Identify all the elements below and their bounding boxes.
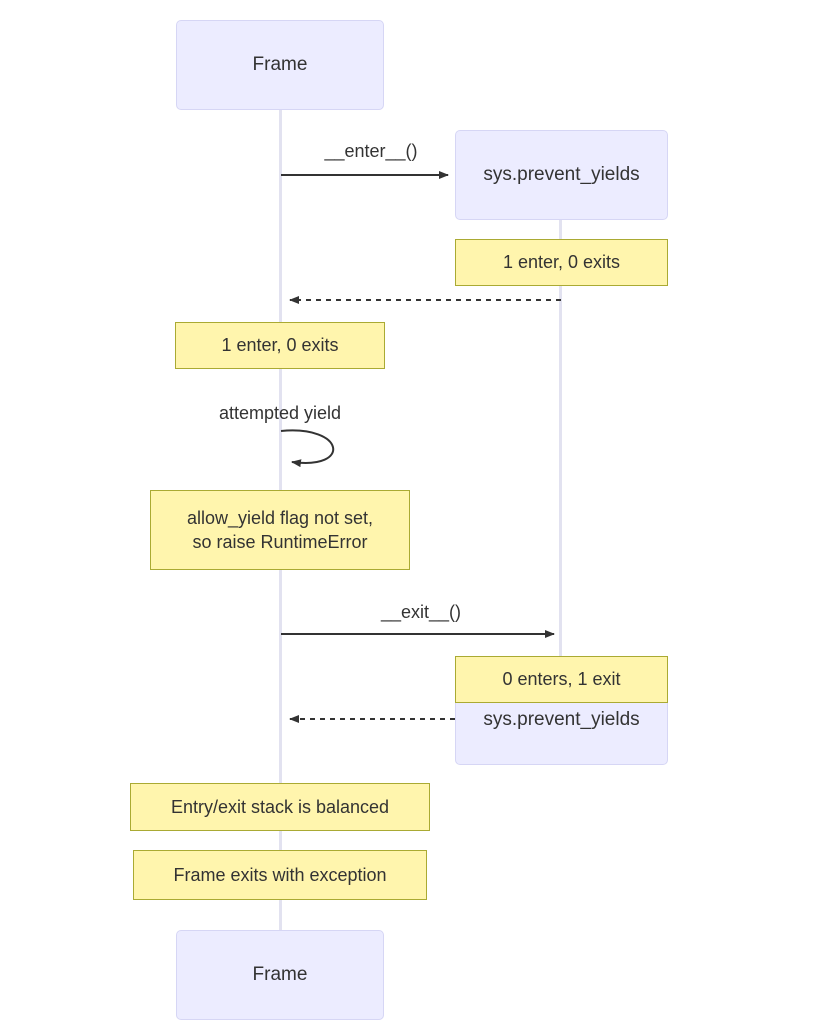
participant-prevent-yields-top[interactable]: sys.prevent_yields bbox=[455, 130, 668, 220]
note-text: Frame exits with exception bbox=[173, 864, 387, 885]
message-label-attempted-yield: attempted yield bbox=[218, 403, 342, 423]
participant-frame-top[interactable]: Frame bbox=[176, 20, 384, 110]
participant-label: Frame bbox=[252, 54, 308, 76]
message-label-enter: __enter__() bbox=[324, 141, 418, 161]
lifeline-prevent-yields bbox=[559, 220, 562, 656]
note-enter-count-left: 1 enter, 0 exits bbox=[175, 322, 385, 369]
participant-label: Frame bbox=[252, 964, 308, 986]
note-frame-exits: Frame exits with exception bbox=[133, 850, 427, 900]
note-enter-count-right: 1 enter, 0 exits bbox=[455, 239, 668, 286]
participant-frame-bottom[interactable]: Frame bbox=[176, 930, 384, 1020]
note-runtime-error: allow_yield flag not set, so raise Runti… bbox=[150, 490, 410, 570]
note-stack-balanced: Entry/exit stack is balanced bbox=[130, 783, 430, 831]
participant-label: sys.prevent_yields bbox=[483, 164, 640, 186]
message-arrow-self-loop bbox=[280, 429, 335, 468]
note-text: 1 enter, 0 exits bbox=[502, 252, 621, 273]
note-text: allow_yield flag not set, so raise Runti… bbox=[186, 507, 374, 552]
participant-label: sys.prevent_yields bbox=[483, 709, 640, 731]
note-exit-count-right: 0 enters, 1 exit bbox=[455, 656, 668, 703]
note-text: Entry/exit stack is balanced bbox=[170, 796, 390, 817]
note-text: 1 enter, 0 exits bbox=[221, 335, 339, 356]
message-label-exit: __exit__() bbox=[380, 602, 462, 622]
note-text: 0 enters, 1 exit bbox=[502, 669, 621, 690]
